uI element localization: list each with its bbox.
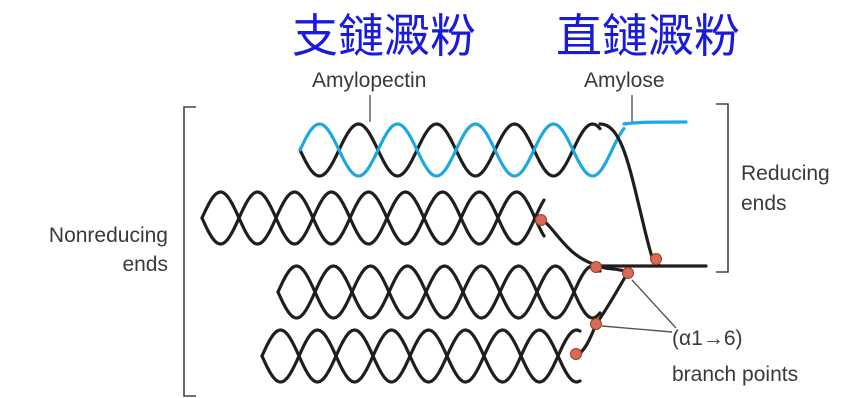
branch-point-dot: [590, 261, 602, 273]
branch-points: [535, 214, 662, 360]
amylopectin-title-zh: 支鏈澱粉: [292, 9, 476, 63]
branch-point-dot: [535, 214, 547, 226]
reducing-bracket: [716, 103, 729, 273]
amylopectin-strand-row4-b: [260, 328, 582, 384]
branch-points-leader-1: [631, 279, 677, 329]
branch-point-dot: [622, 267, 634, 279]
branch-points-leader-2: [601, 325, 673, 333]
nonreducing-label-line1: Nonreducing: [49, 224, 168, 247]
branch-point-dot: [590, 318, 602, 330]
amylose-strand: [298, 122, 626, 178]
branch-connectors: [538, 122, 708, 358]
amylose-label: Amylose: [584, 69, 665, 92]
branch-points-label-line1: (α1→6): [672, 327, 743, 350]
branch-point-dot: [650, 253, 662, 265]
amylopectin-strand-row3-b: [276, 264, 602, 320]
amylopectin-strand-row3-a: [276, 264, 602, 320]
nonreducing-bracket: [183, 106, 196, 397]
amylopectin-strand-row1: [298, 122, 602, 178]
helix-strands: [200, 120, 688, 384]
branch-connector-row2: [538, 216, 662, 268]
amylopectin-strand-row4-a: [260, 328, 582, 384]
amylose-title-zh: 直鏈澱粉: [556, 9, 740, 63]
reducing-label-line1: Reducing: [741, 162, 830, 185]
branch-points-label-line2: branch points: [672, 363, 798, 386]
nonreducing-label-line2: ends: [122, 253, 168, 276]
branch-point-dot: [570, 348, 582, 360]
amylopectin-label: Amylopectin: [312, 69, 426, 92]
branch-connector-row3-to-row4: [594, 270, 630, 326]
reducing-label-line2: ends: [741, 192, 787, 215]
amylopectin-strand-row2-a: [200, 190, 546, 246]
amylose-reducing-tail: [622, 120, 688, 126]
amylopectin-strand-row2-b: [200, 190, 546, 246]
